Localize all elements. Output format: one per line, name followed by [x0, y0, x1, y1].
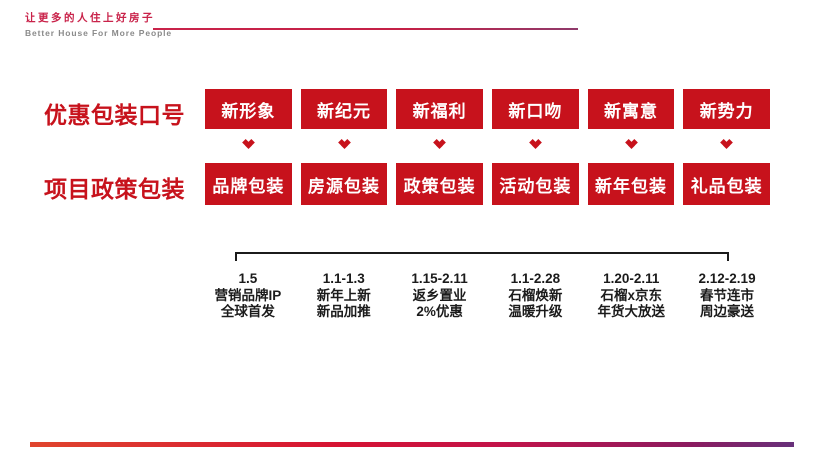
timeline-title: 春节连市 — [700, 287, 755, 303]
packaging-box: 礼品包装 — [683, 163, 771, 205]
packaging-box-row: 品牌包装 房源包装 政策包装 活动包装 新年包装 礼品包装 — [205, 163, 771, 205]
timeline-date: 2.12-2.19 — [698, 271, 756, 286]
slogan-box: 新福利 — [396, 89, 484, 129]
row-label-slogans: 优惠包装口号 — [44, 102, 185, 128]
chevron-down-icon — [337, 136, 351, 149]
timeline-item: 1.20-2.11 石榴x京东 年货大放送 — [583, 271, 679, 321]
packaging-box: 新年包装 — [587, 163, 675, 205]
timeline-item: 1.1-2.28 石榴焕新 温暖升级 — [487, 271, 583, 321]
logo-title: 让更多的人住上好房子 — [25, 12, 155, 24]
row-label-packaging: 项目政策包装 — [44, 176, 185, 202]
timeline-subtitle: 新品加推 — [316, 304, 371, 319]
timeline-bracket — [235, 252, 729, 261]
timeline-date: 1.15-2.11 — [411, 271, 468, 286]
timeline-title: 新年上新 — [316, 287, 371, 303]
timeline-subtitle: 年货大放送 — [597, 304, 665, 319]
logo-subtitle: Better House For More People — [25, 28, 173, 38]
chevron-down-icon — [624, 136, 638, 149]
slogan-box: 新寓意 — [587, 89, 675, 129]
chevron-down-icon — [433, 136, 447, 149]
brand-logo: 让更多的人住上好房子 Better House For More People — [25, 10, 172, 38]
timeline-date: 1.20-2.11 — [603, 271, 660, 286]
packaging-box: 活动包装 — [492, 163, 579, 205]
slogan-box: 新纪元 — [300, 89, 388, 129]
slogan-box: 新形象 — [205, 89, 292, 129]
packaging-box: 政策包装 — [396, 163, 484, 205]
slogan-box: 新势力 — [683, 89, 771, 129]
timeline-subtitle: 温暖升级 — [508, 304, 563, 319]
timeline-item: 1.5 营销品牌IP 全球首发 — [200, 271, 296, 321]
slogan-box-row: 新形象 新纪元 新福利 新口吻 新寓意 新势力 — [205, 89, 771, 129]
chevron-down-icon — [720, 136, 734, 149]
timeline-title: 石榴x京东 — [600, 287, 662, 303]
timeline-item: 1.15-2.11 返乡置业 2%优惠 — [392, 271, 488, 321]
timeline-date: 1.1-1.3 — [322, 271, 365, 286]
slogan-box: 新口吻 — [492, 89, 579, 129]
timeline-title: 返乡置业 — [412, 287, 467, 303]
chevron-down-icon — [528, 136, 542, 149]
packaging-box: 房源包装 — [300, 163, 388, 205]
packaging-box: 品牌包装 — [205, 163, 292, 205]
timeline-subtitle: 2%优惠 — [416, 304, 463, 319]
chevron-down-icon — [241, 136, 255, 149]
timeline-item: 1.1-1.3 新年上新 新品加推 — [296, 271, 392, 321]
arrow-row — [205, 136, 770, 158]
timeline-subtitle: 周边豪送 — [700, 304, 755, 319]
timeline-date: 1.1-2.28 — [510, 271, 561, 286]
bottom-gradient-bar — [30, 442, 794, 447]
timeline-row: 1.5 营销品牌IP 全球首发 1.1-1.3 新年上新 新品加推 1.15-2… — [200, 271, 775, 321]
timeline-title: 营销品牌IP — [214, 287, 282, 303]
header-divider-line — [153, 28, 578, 30]
timeline-subtitle: 全球首发 — [220, 304, 275, 319]
timeline-date: 1.5 — [238, 271, 258, 286]
timeline-title: 石榴焕新 — [508, 287, 563, 303]
timeline-item: 2.12-2.19 春节连市 周边豪送 — [679, 271, 775, 321]
